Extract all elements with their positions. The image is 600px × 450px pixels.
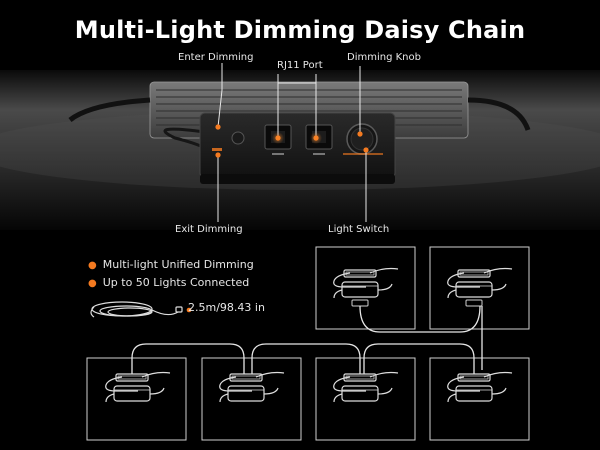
- exit-dimming-label-mark: [212, 148, 222, 151]
- light-panel: [315, 357, 416, 441]
- daisy-chain-diagram: [86, 246, 530, 441]
- feature-item: ●Up to 50 Lights Connected: [88, 276, 250, 289]
- light-switch-button: [231, 131, 245, 145]
- callout-rj11-port: RJ11 Port: [277, 60, 323, 71]
- callout-light-switch: Light Switch: [328, 224, 390, 235]
- callout-lines: [217, 63, 367, 222]
- feature-list: ●Multi-light Unified Dimming ●Up to 50 L…: [88, 256, 254, 292]
- light-panel: [315, 246, 416, 330]
- light-panel: [429, 357, 530, 441]
- bullet-dot-icon: ●: [88, 260, 97, 271]
- page-title: Multi-Light Dimming Daisy Chain: [74, 16, 526, 44]
- light-panel: [86, 357, 187, 441]
- callout-enter-dimming: Enter Dimming: [178, 52, 254, 63]
- callout-dimming-knob: Dimming Knob: [347, 52, 421, 63]
- cable-length-label: 2.5m/98.43 in: [188, 301, 265, 314]
- callout-exit-dimming: Exit Dimming: [175, 224, 243, 235]
- light-panel: [429, 246, 530, 330]
- bullet-dot-icon: ●: [88, 278, 97, 289]
- cable-coil-icon: [90, 301, 183, 318]
- feature-item: ●Multi-light Unified Dimming: [88, 258, 254, 271]
